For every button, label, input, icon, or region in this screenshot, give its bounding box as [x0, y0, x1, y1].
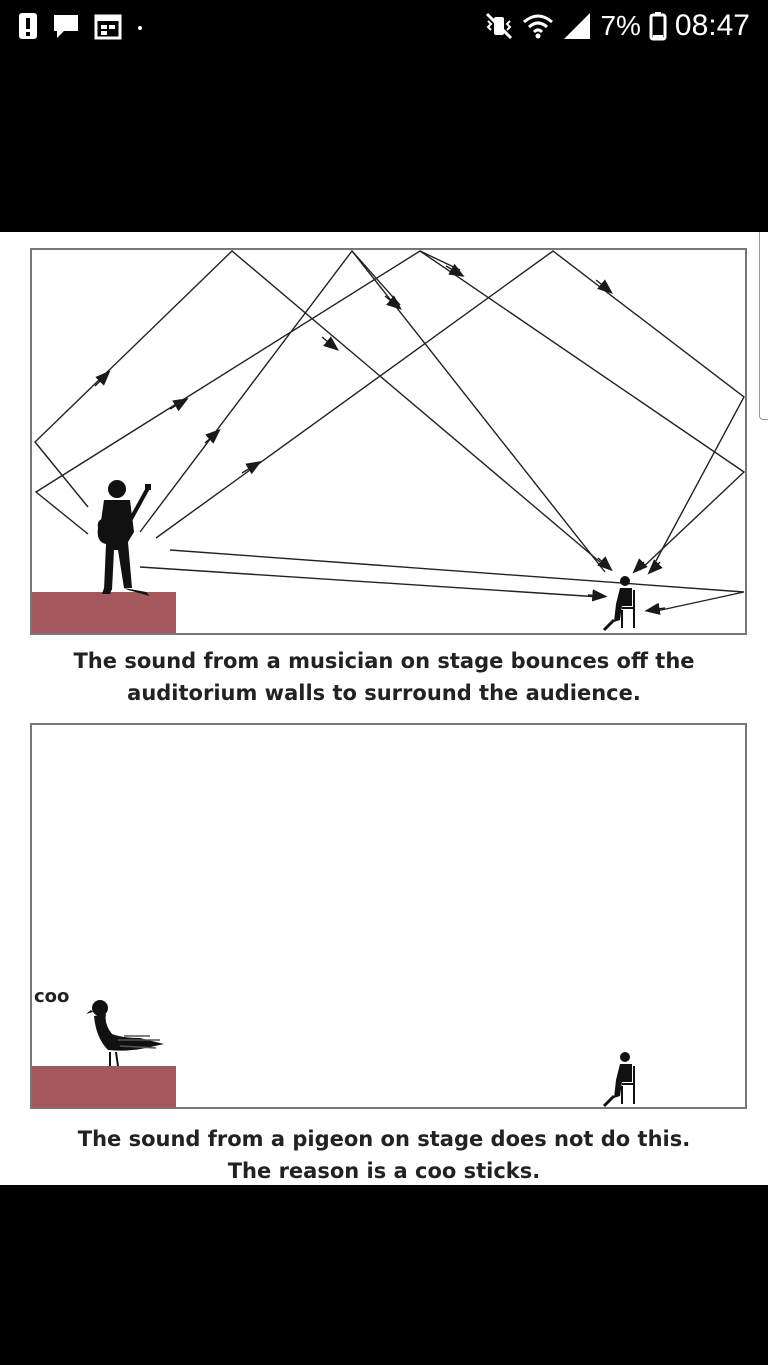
battery-percent: 7%	[600, 10, 641, 41]
mute-vibrate-icon	[486, 12, 513, 40]
audience-member-1	[602, 576, 635, 632]
pigeon-silhouette	[86, 1000, 164, 1067]
auditorium-frame-2	[30, 723, 747, 1109]
meme-image: The sound from a musician on stage bounc…	[0, 232, 768, 1185]
calendar-icon	[94, 14, 122, 40]
musician-silhouette	[97, 480, 151, 596]
panel1-caption-line2: auditorium walls to surround the audienc…	[127, 681, 641, 705]
battery-icon	[649, 12, 667, 41]
status-bar: 7% 08:47	[0, 0, 768, 52]
panel2-caption-line1: The sound from a pigeon on stage does no…	[77, 1127, 691, 1151]
panel-musician	[30, 248, 747, 635]
signal-icon	[564, 13, 591, 39]
sound-arrows	[94, 263, 666, 615]
status-right-icons: 7% 08:47	[484, 8, 750, 44]
coo-text: coo	[34, 986, 69, 1007]
stage-block	[32, 592, 176, 633]
panel1-caption: The sound from a musician on stage bounc…	[0, 645, 768, 709]
status-left-icons	[18, 12, 144, 40]
sound-wave-paths	[34, 249, 746, 613]
alert-icon	[19, 13, 37, 39]
panel2-caption-line2: The reason is a coo sticks.	[227, 1159, 541, 1183]
stage-block-2	[32, 1066, 176, 1107]
panel2-caption: The sound from a pigeon on stage does no…	[0, 1123, 768, 1185]
dot-icon	[138, 26, 142, 30]
audience-member-2	[602, 1052, 635, 1108]
panel1-caption-line1: The sound from a musician on stage bounc…	[73, 649, 695, 673]
auditorium-frame	[30, 248, 747, 635]
message-icon	[54, 15, 78, 38]
wifi-icon	[523, 14, 554, 39]
panel-pigeon: coo	[30, 723, 747, 1109]
clock: 08:47	[674, 9, 750, 42]
scroll-indicator[interactable]	[759, 232, 768, 420]
